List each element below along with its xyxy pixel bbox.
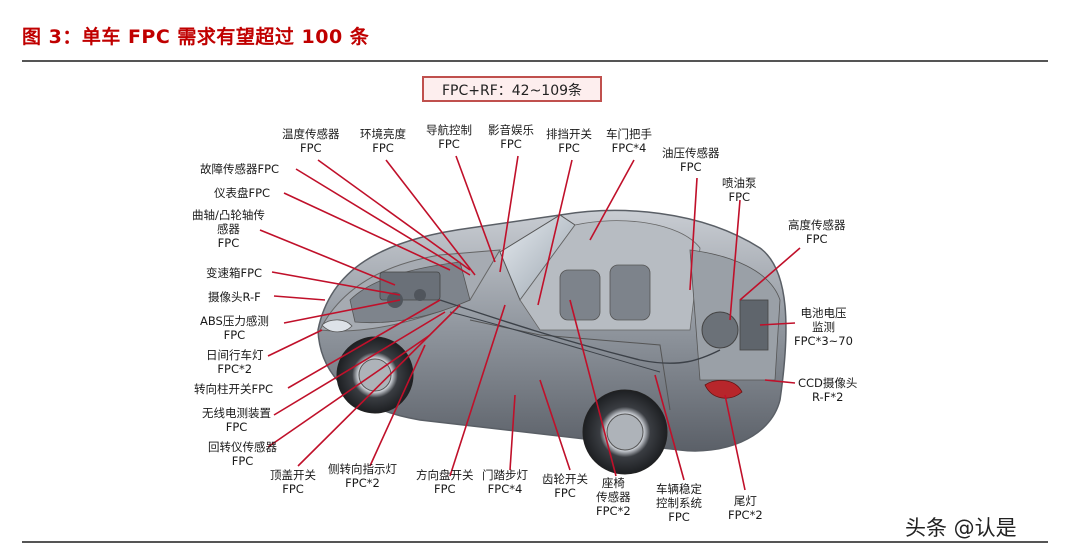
leader-height	[739, 247, 801, 301]
leader-seat	[569, 299, 617, 477]
leader-lines	[259, 155, 801, 491]
leader-pump	[729, 199, 741, 321]
leader-abs	[283, 299, 401, 324]
leader-fault	[295, 168, 471, 276]
leader-drl	[267, 329, 323, 357]
leader-gearsw	[539, 379, 571, 471]
fpc-total-badge: FPC+RF：42~109条	[422, 76, 602, 102]
leader-trans	[271, 271, 401, 296]
leader-door	[589, 159, 635, 241]
leader-gyro	[267, 334, 431, 448]
leader-esc	[654, 374, 685, 481]
leader-wheel	[449, 304, 506, 477]
leader-steer	[287, 299, 441, 389]
top-rule	[22, 60, 1048, 62]
leader-oil	[689, 177, 698, 291]
label-transmission: 变速箱FPC	[206, 266, 263, 280]
car-illustration	[317, 209, 787, 475]
label-fault-sensor: 故障传感器FPC	[200, 162, 280, 176]
label-steering-column-switch: 转向柱开关FPC	[194, 382, 274, 396]
leader-cam	[273, 295, 326, 301]
figure-title: 图 3：单车 FPC 需求有望超过 100 条	[22, 26, 370, 48]
label-camera: 摄像头R-F	[208, 290, 261, 304]
label-dashboard: 仪表盘FPC	[214, 186, 271, 200]
leader-ccd	[764, 379, 796, 384]
leader-temp	[317, 159, 471, 271]
leader-nav	[455, 155, 496, 263]
leader-env	[385, 159, 476, 276]
leader-battery	[759, 322, 796, 326]
leader-side	[369, 344, 426, 467]
leader-wireless	[273, 311, 446, 416]
watermark: 头条 @认是	[905, 516, 1017, 540]
leader-media	[499, 155, 519, 273]
bottom-rule	[22, 541, 1048, 543]
leader-step	[509, 394, 516, 471]
leader-dash	[283, 192, 451, 271]
leader-crank	[259, 229, 396, 286]
leader-tail	[724, 394, 746, 491]
leader-gear	[537, 159, 573, 306]
leader-roof	[297, 304, 461, 467]
